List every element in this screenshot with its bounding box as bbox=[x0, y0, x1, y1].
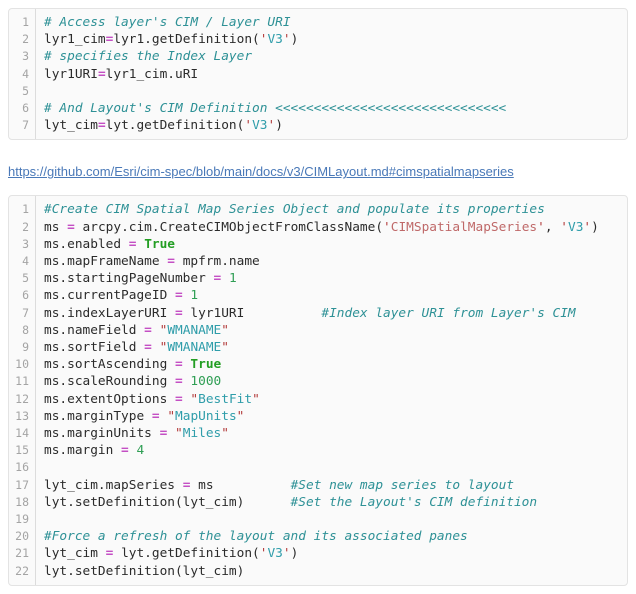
code-text: ms.mapFrameName = mpfrm.name bbox=[44, 254, 260, 270]
line-number: 4 bbox=[22, 66, 29, 81]
line-number: 13 bbox=[15, 408, 29, 423]
code-text bbox=[35, 83, 44, 100]
code-text bbox=[35, 459, 44, 476]
line-number: 20 bbox=[15, 529, 29, 544]
line-number: 17 bbox=[15, 477, 29, 492]
code-line: 21 lyt_cim = lyt.getDefinition('V3') bbox=[9, 545, 627, 562]
code-text: #Force a refresh of the layout and its a… bbox=[44, 529, 468, 545]
line-number: 8 bbox=[22, 322, 29, 337]
code-text: lyt.setDefinition(lyt_cim) #Set the Layo… bbox=[44, 494, 538, 510]
code-block-map-series: 1 #Create CIM Spatial Map Series Object a… bbox=[8, 195, 628, 586]
line-number: 9 bbox=[22, 340, 29, 355]
code-line: 2 lyr1_cim=lyr1.getDefinition('V3') bbox=[9, 31, 627, 48]
gutter-separator bbox=[35, 196, 36, 585]
code-line: 10 ms.sortAscending = True bbox=[9, 356, 627, 373]
code-text: lyt_cim.mapSeries = ms #Set new map seri… bbox=[44, 477, 515, 493]
code-text: ms.currentPageID = 1 bbox=[44, 288, 199, 304]
line-number: 14 bbox=[15, 426, 29, 441]
code-text: ms = arcpy.cim.CreateCIMObjectFromClassN… bbox=[44, 219, 599, 235]
code-text: ms.extentOptions = "BestFit" bbox=[44, 391, 260, 407]
code-line: 7 ms.indexLayerURI = lyr1URI #Index layer… bbox=[9, 305, 627, 322]
line-number: 3 bbox=[22, 49, 29, 64]
code-line: 2 ms = arcpy.cim.CreateCIMObjectFromClass… bbox=[9, 219, 627, 236]
code-text: lyr1URI=lyr1_cim.uRI bbox=[44, 66, 199, 82]
line-number: 4 bbox=[22, 254, 29, 269]
code-line: 17 lyt_cim.mapSeries = ms #Set new map se… bbox=[9, 477, 627, 494]
code-line: 1 # Access layer's CIM / Layer URI bbox=[9, 14, 627, 31]
code-line: 19 bbox=[9, 511, 627, 528]
line-number: 6 bbox=[22, 101, 29, 116]
code-line: 14 ms.marginUnits = "Miles" bbox=[9, 425, 627, 442]
code-line: 22 lyt.setDefinition(lyt_cim) bbox=[9, 563, 627, 580]
code-text: lyt_cim=lyt.getDefinition('V3') bbox=[44, 118, 283, 134]
line-number: 6 bbox=[22, 288, 29, 303]
code-line: 3 ms.enabled = True bbox=[9, 236, 627, 253]
code-line: 16 bbox=[9, 459, 627, 476]
line-number: 21 bbox=[15, 546, 29, 561]
line-number: 15 bbox=[15, 443, 29, 458]
code-text: ms.marginUnits = "Miles" bbox=[44, 426, 229, 442]
code-line: 3 # specifies the Index Layer bbox=[9, 48, 627, 65]
code-text: # Access layer's CIM / Layer URI bbox=[44, 15, 291, 30]
code-line: 13 ms.marginType = "MapUnits" bbox=[9, 408, 627, 425]
code-line: 11 ms.scaleRounding = 1000 bbox=[9, 373, 627, 390]
line-number: 5 bbox=[22, 83, 29, 98]
line-number: 3 bbox=[22, 236, 29, 251]
line-number: 2 bbox=[22, 219, 29, 234]
code-text: ms.nameField = "WMANAME" bbox=[44, 322, 229, 338]
code-text: ms.scaleRounding = 1000 bbox=[44, 374, 222, 390]
code-text: # And Layout's CIM Definition <<<<<<<<<<… bbox=[44, 101, 507, 117]
code-line: 9 ms.sortField = "WMANAME" bbox=[9, 339, 627, 356]
code-text bbox=[35, 511, 44, 528]
code-line: 20 #Force a refresh of the layout and its… bbox=[9, 528, 627, 545]
code-text: ms.startingPageNumber = 1 bbox=[44, 271, 237, 287]
code-line: 1 #Create CIM Spatial Map Series Object a… bbox=[9, 201, 627, 218]
line-number: 12 bbox=[15, 391, 29, 406]
code-text: lyt.setDefinition(lyt_cim) bbox=[44, 563, 245, 579]
code-line: 6 # And Layout's CIM Definition <<<<<<<<<… bbox=[9, 100, 627, 117]
code-text: # specifies the Index Layer bbox=[44, 49, 253, 65]
code-text: #Create CIM Spatial Map Series Object an… bbox=[44, 202, 545, 218]
code-text: ms.indexLayerURI = lyr1URI #Index layer … bbox=[44, 305, 576, 321]
code-line: 5 bbox=[9, 83, 627, 100]
line-number: 19 bbox=[15, 512, 29, 527]
code-line: 4 ms.mapFrameName = mpfrm.name bbox=[9, 253, 627, 270]
code-line: 4 lyr1URI=lyr1_cim.uRI bbox=[9, 66, 627, 83]
line-number: 1 bbox=[22, 15, 29, 29]
code-line: 8 ms.nameField = "WMANAME" bbox=[9, 322, 627, 339]
code-text: ms.enabled = True bbox=[44, 236, 176, 252]
line-number: 11 bbox=[15, 374, 29, 389]
gutter-separator bbox=[35, 9, 36, 140]
code-text: ms.marginType = "MapUnits" bbox=[44, 408, 245, 424]
github-cim-spec-link[interactable]: https://github.com/Esri/cim-spec/blob/ma… bbox=[8, 164, 514, 180]
line-number: 7 bbox=[22, 305, 29, 320]
code-line: 5 ms.startingPageNumber = 1 bbox=[9, 270, 627, 287]
code-line: 15 ms.margin = 4 bbox=[9, 442, 627, 459]
line-number: 22 bbox=[15, 563, 29, 578]
line-number: 10 bbox=[15, 357, 29, 372]
line-number: 16 bbox=[15, 460, 29, 475]
line-number: 2 bbox=[22, 32, 29, 47]
code-text: lyt_cim = lyt.getDefinition('V3') bbox=[44, 546, 299, 562]
code-line: 6 ms.currentPageID = 1 bbox=[9, 287, 627, 304]
code-text: lyr1_cim=lyr1.getDefinition('V3') bbox=[44, 32, 299, 48]
line-number: 5 bbox=[22, 271, 29, 286]
code-text: ms.sortField = "WMANAME" bbox=[44, 340, 229, 356]
code-block-cim-access: 1 # Access layer's CIM / Layer URI 2 lyr1_c… bbox=[8, 8, 628, 141]
line-number: 7 bbox=[22, 118, 29, 133]
code-text: ms.margin = 4 bbox=[44, 443, 145, 459]
line-number: 18 bbox=[15, 494, 29, 509]
line-number: 1 bbox=[22, 202, 29, 217]
code-text: ms.sortAscending = True bbox=[44, 357, 222, 373]
code-line: 18 lyt.setDefinition(lyt_cim) #Set the La… bbox=[9, 494, 627, 511]
code-line: 12 ms.extentOptions = "BestFit" bbox=[9, 391, 627, 408]
code-line: 7 lyt_cim=lyt.getDefinition('V3') bbox=[9, 117, 627, 134]
